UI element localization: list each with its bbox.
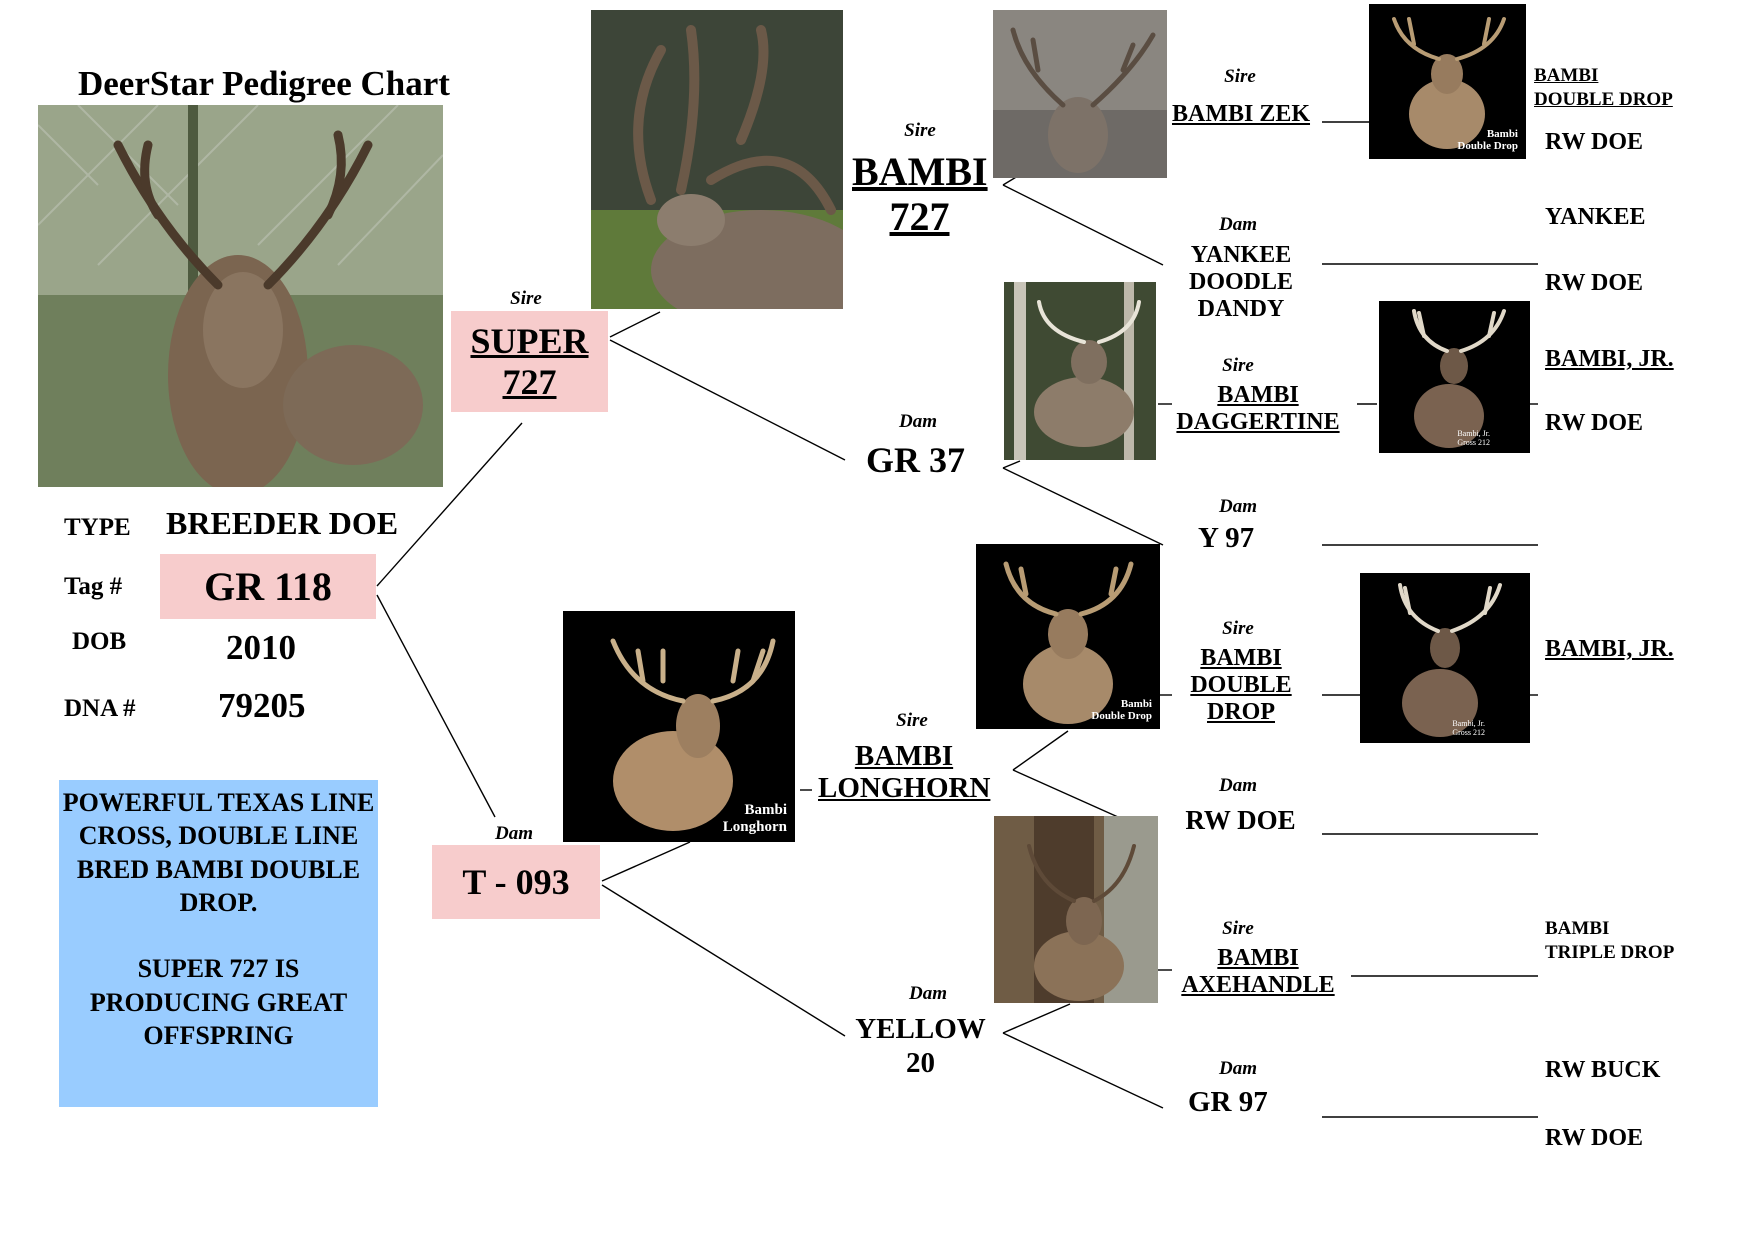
bambi-axehandle-role: Sire [1222, 918, 1254, 939]
bambi-longhorn-role: Sire [896, 710, 928, 731]
dob-label: DOB [72, 628, 127, 655]
description-box: POWERFUL TEXAS LINE CROSS, DOUBLE LINE B… [59, 780, 378, 1107]
gen3-d-sire-name: BAMBI AXEHANDLE [1181, 945, 1335, 998]
gen4-n9: RW BUCK [1545, 1057, 1661, 1083]
gen4-n6: RW DOE [1545, 410, 1644, 436]
chart-title: DeerStar Pedigree Chart [78, 64, 450, 103]
gen1-sire-box: SUPER 727 [451, 311, 608, 412]
y97-role: Dam [1219, 496, 1257, 517]
longhorn-photo-caption: Bambi Longhorn [722, 801, 787, 835]
yankee-doodle-role: Dam [1219, 214, 1257, 235]
super-727-photo [591, 10, 843, 309]
t093-role: Dam [495, 823, 533, 844]
gen4-n8: BAMBI TRIPLE DROP [1545, 918, 1675, 963]
gen3-c-sire-name: BAMBI DOUBLE DROP [1190, 645, 1292, 725]
gen3-c-dam-name: RW DOE [1185, 805, 1296, 835]
gen1-dam-box: T - 093 [432, 845, 600, 919]
gen3-b-sire-name: BAMBI DAGGERTINE [1176, 382, 1340, 435]
yellow20-role: Dam [909, 983, 947, 1004]
gen3-a-sire-name: BAMBI ZEK [1171, 101, 1311, 127]
bambi-double-drop-photo-b: Bambi Double Drop [1369, 4, 1526, 159]
tag-label: Tag # [64, 573, 123, 600]
gen3-a-dam-name: YANKEE DOODLE DANDY [1188, 242, 1293, 322]
bambi-jr-photo-b: Bambi, Jr. Gross 212 [1360, 573, 1530, 743]
bambi-zek-role: Sire [1224, 66, 1256, 87]
dob-value: 2010 [226, 628, 296, 667]
double-drop-caption-b: Bambi Double Drop [1457, 127, 1518, 153]
gen2-dam-dam-name: YELLOW 20 [855, 1013, 986, 1080]
gen1-dam-name: T - 093 [462, 861, 570, 902]
type-value: BREEDER DOE [166, 505, 399, 541]
tag-value: GR 118 [160, 554, 376, 619]
bambi-727-role: Sire [904, 120, 936, 141]
rw-doe-role: Dam [1219, 775, 1257, 796]
gr97-role: Dam [1219, 1058, 1257, 1079]
gen4-n7: BAMBI, JR. [1545, 636, 1674, 662]
gen2-sire-sire-name: BAMBI 727 [852, 149, 988, 239]
gen2-dam-sire-name: BAMBI LONGHORN [818, 740, 991, 805]
gen4-n2: RW DOE [1545, 129, 1644, 155]
bambi-daggertine-role: Sire [1222, 355, 1254, 376]
dna-value: 79205 [218, 686, 306, 725]
bambi-jr-caption-a: Bambi, Jr. Gross 212 [1457, 428, 1490, 447]
gen3-b-dam-name: Y 97 [1198, 522, 1255, 554]
bambi-double-drop-role: Sire [1222, 618, 1254, 639]
gr37-role: Dam [899, 411, 937, 432]
bambi-longhorn-photo: Bambi Longhorn [563, 611, 795, 842]
gen3-d-dam-name: GR 97 [1188, 1086, 1268, 1118]
gen4-n1: BAMBI DOUBLE DROP [1534, 65, 1673, 110]
bambi-727-photo [993, 10, 1167, 178]
yellow20-photo [994, 816, 1158, 1003]
bambi-jr-photo-a: Bambi, Jr. Gross 212 [1379, 301, 1530, 453]
gen4-n4: RW DOE [1545, 270, 1644, 296]
gen4-n5: BAMBI, JR. [1545, 346, 1674, 372]
gen4-n10: RW DOE [1545, 1125, 1644, 1151]
type-label: TYPE [64, 514, 131, 541]
double-drop-caption-a: Bambi Double Drop [1091, 697, 1152, 723]
bambi-jr-caption-b: Bambi, Jr. Gross 212 [1452, 718, 1485, 737]
gr37-photo [1004, 282, 1156, 460]
gen4-n3: YANKEE [1545, 204, 1646, 230]
dna-label: DNA # [64, 695, 136, 722]
super-727-role: Sire [510, 288, 542, 309]
bambi-double-drop-photo-a: Bambi Double Drop [976, 544, 1160, 729]
gen2-sire-dam-name: GR 37 [866, 440, 965, 480]
gen1-sire-name: SUPER 727 [470, 321, 589, 402]
subject-photo [38, 105, 443, 487]
